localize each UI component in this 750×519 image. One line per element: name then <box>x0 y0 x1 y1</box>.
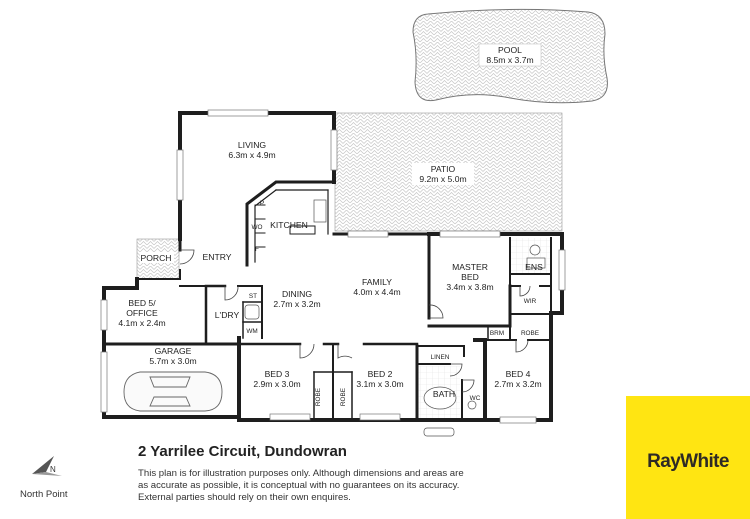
bed2-label: BED 2 <box>368 369 393 379</box>
fixtures <box>244 199 546 437</box>
bed5-size: 4.1m x 2.4m <box>118 318 165 328</box>
f-label: F <box>255 246 259 253</box>
bed4-label: BED 4 <box>506 369 531 379</box>
windows <box>100 109 566 424</box>
master-bed-label-2: BED <box>461 272 479 282</box>
robe-label: ROBE <box>521 330 539 337</box>
bed3-label: BED 3 <box>265 369 290 379</box>
living-label: LIVING <box>238 140 266 150</box>
patio-size: 9.2m x 5.0m <box>419 174 466 184</box>
brm-label: BRM <box>490 330 504 337</box>
pool-size: 8.5m x 3.7m <box>486 55 533 65</box>
living-size: 6.3m x 4.9m <box>228 150 275 160</box>
st-label: ST <box>249 293 257 300</box>
disclaimer-text: This plan is for illustration purposes o… <box>138 468 468 505</box>
north-marker: N <box>50 465 56 474</box>
dining-size: 2.7m x 3.2m <box>273 299 320 309</box>
wo-label: WO <box>251 224 262 231</box>
raywhite-logo: RayWhite <box>626 396 750 519</box>
disclaimer-line: as accurate as possible, it is conceptua… <box>138 480 460 492</box>
disclaimer-line: External parties should rely on their ow… <box>138 492 351 504</box>
entry-label: ENTRY <box>203 252 232 262</box>
pool-label: POOL <box>498 45 522 55</box>
patio-label: PATIO <box>431 164 456 174</box>
wc-label: WC <box>470 395 481 402</box>
north-arrow-icon: N <box>32 456 62 476</box>
dining-label: DINING <box>282 289 312 299</box>
garage-size: 5.7m x 3.0m <box>149 356 196 366</box>
kitchen-label: KITCHEN <box>270 220 308 230</box>
bed3-size: 2.9m x 3.0m <box>253 379 300 389</box>
robe-bed3-label: ROBE <box>315 388 322 406</box>
family-label: FAMILY <box>362 277 392 287</box>
door-swings <box>179 249 531 393</box>
garage-label: GARAGE <box>155 346 192 356</box>
bed2-size: 3.1m x 3.0m <box>356 379 403 389</box>
family-size: 4.0m x 4.4m <box>353 287 400 297</box>
wm-label: WM <box>246 328 257 335</box>
north-point-label: North Point <box>20 489 68 500</box>
linen-label: LINEN <box>431 354 450 361</box>
bed5-label-1: BED 5/ <box>128 298 156 308</box>
property-address: 2 Yarrilee Circuit, Dundowran <box>138 443 347 460</box>
p-label: P <box>260 200 264 207</box>
bed4-size: 2.7m x 3.2m <box>494 379 541 389</box>
bed5-label-2: OFFICE <box>126 308 158 318</box>
ldry-label: L'DRY <box>215 310 240 320</box>
brand-name: RayWhite <box>647 450 729 472</box>
porch-label: PORCH <box>140 253 171 263</box>
robe-bed2-label: ROBE <box>340 388 347 406</box>
wir-label: WIR <box>524 298 537 305</box>
car-icon <box>123 371 223 412</box>
bath-label: BATH <box>433 389 455 399</box>
disclaimer-line: This plan is for illustration purposes o… <box>138 468 464 479</box>
ens-label: ENS <box>525 262 543 272</box>
master-bed-label-1: MASTER <box>452 262 488 272</box>
master-bed-size: 3.4m x 3.8m <box>446 282 493 292</box>
